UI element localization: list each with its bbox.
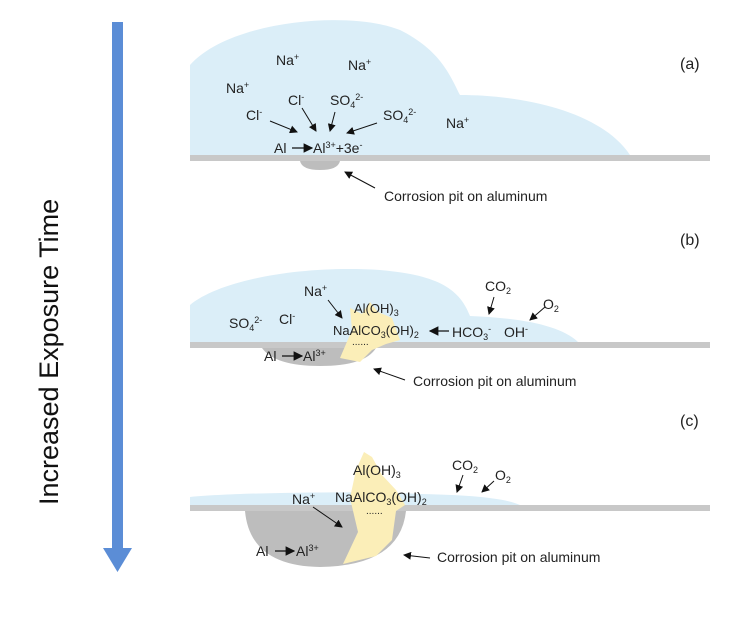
ion-na-c: Na+	[292, 491, 316, 507]
ion-na-a1: Na+	[276, 52, 300, 68]
reaction-al-b: Al	[264, 348, 277, 364]
arrow-co2-c	[455, 474, 464, 493]
reaction-al-c: Al	[256, 543, 269, 559]
arrow-cl2-a	[301, 107, 317, 132]
electrolyte-droplet-b	[190, 269, 578, 342]
aluminum-substrate-c	[190, 505, 710, 511]
gas-co2-b: CO2	[485, 278, 512, 296]
caption-pointer-b	[373, 367, 406, 381]
corrosion-pit-a	[300, 161, 340, 170]
product-aloh3-c: Al(OH)3	[353, 462, 401, 480]
aluminum-substrate-a	[190, 155, 710, 161]
reaction-product-b: Al3+	[303, 348, 326, 364]
ion-na-a4: Na+	[446, 115, 470, 131]
gas-o2-b: O2	[543, 296, 559, 314]
time-axis-label: Increased Exposure Time	[34, 198, 64, 505]
ion-hco3-b: HCO3-	[452, 324, 492, 342]
arrow-so4-1-a	[327, 111, 336, 132]
reaction-product-a: Al3++3e-	[313, 140, 363, 156]
arrow-o2-c	[481, 480, 495, 493]
arrow-na-b	[327, 299, 343, 319]
panel-tag-a: (a)	[680, 56, 700, 73]
ion-cl-a2: Cl-	[246, 107, 263, 123]
reaction-product-c: Al3+	[296, 543, 319, 559]
ion-cl-b: Cl-	[279, 311, 296, 327]
ion-na-a3: Na+	[226, 80, 250, 96]
arrow-co2-b	[487, 296, 495, 315]
ion-oh-b: OH-	[504, 324, 528, 340]
aluminum-substrate-b	[190, 342, 710, 348]
product-dots-b: ......	[352, 337, 369, 348]
product-aloh3-b: Al(OH)3	[354, 301, 399, 318]
pit-caption-a: Corrosion pit on aluminum	[384, 188, 548, 204]
arrow-na-c	[312, 506, 343, 528]
gas-co2-c: CO2	[452, 457, 479, 475]
electrolyte-droplet-a	[190, 20, 630, 156]
time-arrow-head	[103, 548, 132, 572]
caption-pointer-a	[344, 171, 376, 189]
pit-caption-c: Corrosion pit on aluminum	[437, 549, 601, 565]
time-arrow-shaft	[112, 22, 123, 552]
ion-so4-a2: SO42-	[383, 107, 417, 125]
pit-caption-b: Corrosion pit on aluminum	[413, 373, 577, 389]
product-naalco3oh2-b: NaAlCO3(OH)2	[333, 323, 419, 340]
product-naalco3oh2-c: NaAlCO3(OH)2	[335, 489, 427, 507]
panel-tag-c: (c)	[680, 413, 699, 430]
arrow-o2-b	[529, 306, 546, 321]
arrow-cl1-a	[269, 120, 298, 134]
ion-na-a2: Na+	[348, 57, 372, 73]
arrow-so4-2-a	[346, 122, 378, 135]
gas-o2-c: O2	[495, 467, 511, 485]
ion-so4-a1: SO42-	[330, 92, 364, 110]
ion-so4-b: SO42-	[229, 315, 263, 333]
corrosion-product-c	[343, 452, 405, 564]
panel-tag-b: (b)	[680, 232, 700, 249]
product-dots-c: ......	[366, 506, 383, 517]
ion-na-b: Na+	[304, 283, 328, 299]
reaction-al-a: Al	[274, 140, 287, 156]
caption-pointer-c	[403, 551, 431, 560]
corrosion-product-b	[340, 302, 400, 362]
ion-cl-a1: Cl-	[288, 92, 305, 108]
